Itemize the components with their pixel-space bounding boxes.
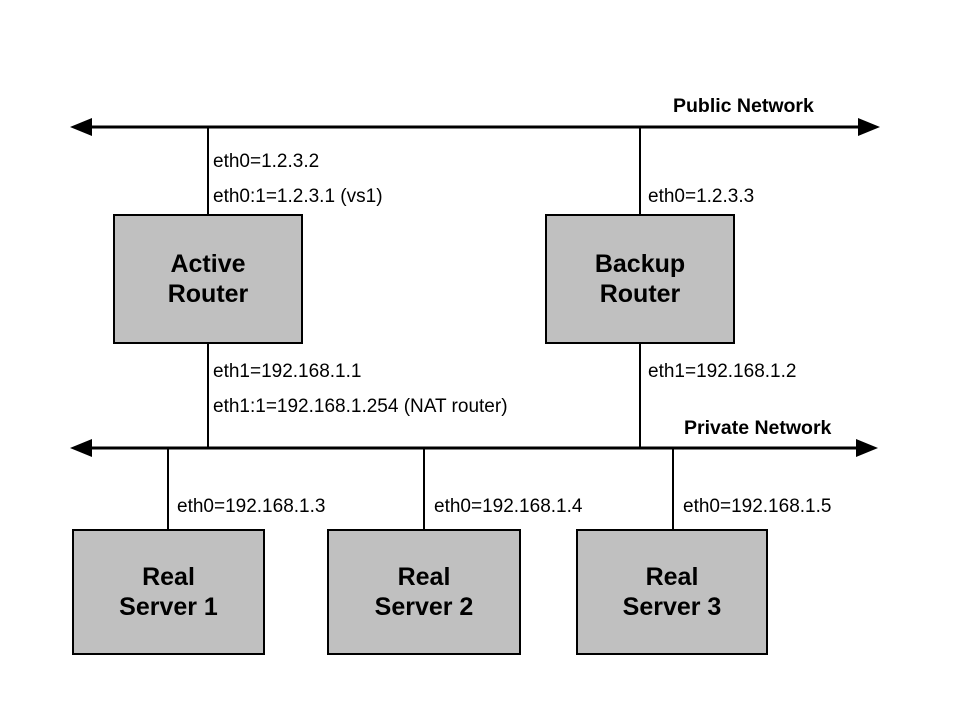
label-active-router-eth1-alias: eth1:1=192.168.1.254 (NAT router): [213, 396, 508, 417]
public-network-right-arrowhead: [858, 118, 880, 136]
node-real-server-1[interactable]: Real Server 1: [72, 529, 265, 655]
node-real-server-2[interactable]: Real Server 2: [327, 529, 521, 655]
node-real-server-3[interactable]: Real Server 3: [576, 529, 768, 655]
node-backup-router-line1: Backup: [594, 249, 686, 278]
node-active-router[interactable]: Active Router: [113, 214, 303, 344]
label-backup-router-eth0: eth0=1.2.3.3: [648, 186, 755, 207]
node-real-server-1-line1: Real: [142, 562, 195, 591]
node-real-server-3-line2: Server 3: [622, 593, 722, 621]
node-real-server-2-line1: Real: [397, 562, 451, 591]
label-real-server-1-eth0: eth0=192.168.1.3: [177, 496, 326, 517]
label-active-router-eth1: eth1=192.168.1.1: [213, 361, 362, 382]
node-active-router-line1: Active: [170, 249, 246, 278]
label-public-network: Public Network: [673, 95, 814, 117]
label-private-network: Private Network: [684, 417, 832, 439]
label-real-server-2-eth0: eth0=192.168.1.4: [434, 496, 583, 517]
node-backup-router-line2: Router: [599, 280, 681, 308]
node-real-server-2-line2: Server 2: [374, 593, 474, 621]
public-network-left-arrowhead: [70, 118, 92, 136]
private-network-left-arrowhead: [70, 439, 92, 457]
node-backup-router[interactable]: Backup Router: [545, 214, 735, 344]
node-active-router-line2: Router: [167, 280, 249, 308]
public-network-bus: [70, 118, 880, 136]
private-network-right-arrowhead: [856, 439, 878, 457]
node-real-server-1-line2: Server 1: [119, 593, 218, 621]
label-real-server-3-eth0: eth0=192.168.1.5: [683, 496, 832, 517]
node-real-server-3-line1: Real: [645, 562, 699, 591]
private-network-bus: [70, 439, 878, 457]
label-active-router-eth0-alias: eth0:1=1.2.3.1 (vs1): [213, 186, 383, 207]
label-backup-router-eth1: eth1=192.168.1.2: [648, 361, 797, 382]
label-active-router-eth0: eth0=1.2.3.2: [213, 151, 320, 172]
